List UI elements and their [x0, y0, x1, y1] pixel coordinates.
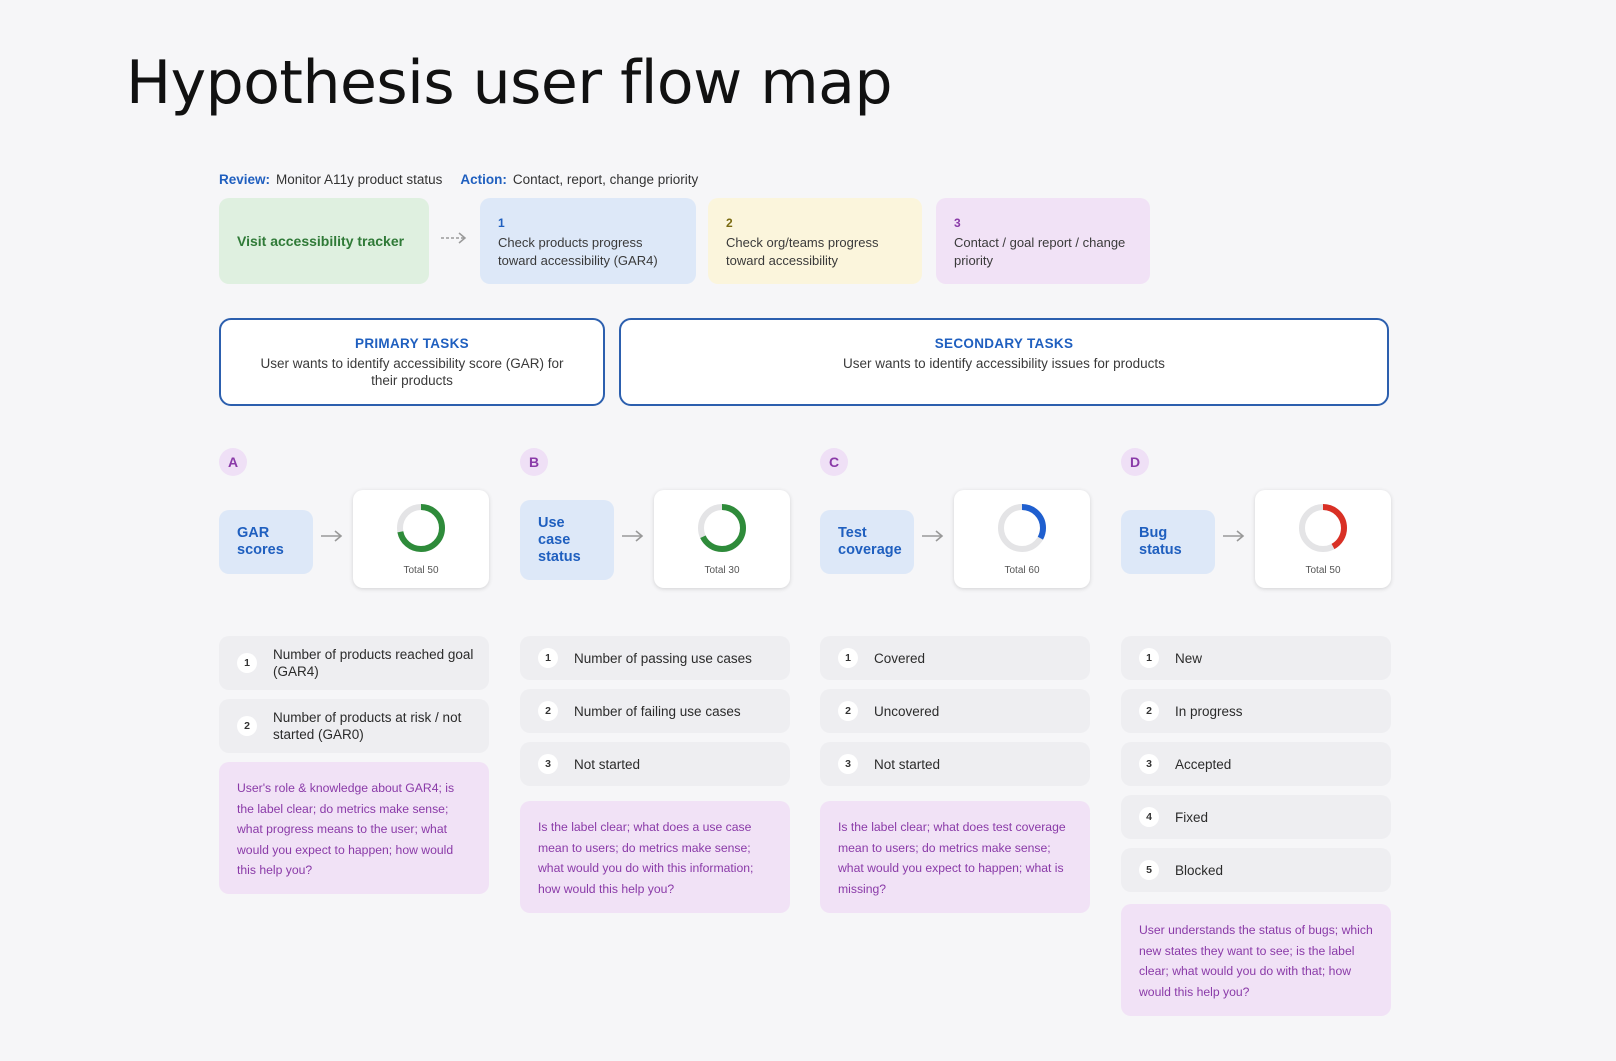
metric-label-test-coverage: Test coverage: [820, 510, 914, 574]
donut-chart: [698, 504, 746, 552]
item-number: 3: [1139, 754, 1159, 774]
primary-tasks-desc: User wants to identify accessibility sco…: [260, 356, 564, 388]
list-item: 3 Not started: [520, 742, 790, 786]
item-number: 4: [1139, 807, 1159, 827]
list-item: 1 Number of products reached goal (GAR4): [219, 636, 489, 690]
column-letter: A: [219, 448, 247, 476]
item-number: 3: [838, 754, 858, 774]
primary-tasks-box: PRIMARY TASKS User wants to identify acc…: [219, 318, 605, 406]
flow-step-number: 3: [954, 216, 961, 230]
dashed-arrow-icon: [441, 232, 467, 244]
flow-start-label: Visit accessibility tracker: [237, 233, 405, 249]
item-text: Accepted: [1175, 756, 1232, 772]
list-item: 5 Blocked: [1121, 848, 1391, 892]
metric-list: 1 Covered 2 Uncovered 3 Not started Is the …: [820, 636, 1090, 913]
arrow-right-icon: [922, 530, 944, 542]
donut-chart: [1299, 504, 1347, 552]
item-number: 2: [838, 701, 858, 721]
research-note: Is the label clear; what does test cover…: [820, 801, 1090, 913]
item-number: 1: [538, 648, 558, 668]
donut-card: Total 30: [654, 490, 790, 588]
metric-label-gar-scores: GAR scores: [219, 510, 313, 574]
item-text: New: [1175, 650, 1203, 666]
column-letter: D: [1121, 448, 1149, 476]
list-item: 1 Number of passing use cases: [520, 636, 790, 680]
research-note: Is the label clear; what does a use case…: [520, 801, 790, 913]
donut-card: Total 60: [954, 490, 1090, 588]
metric-label-use-case-status: Use case status: [520, 500, 614, 580]
flow-step-text: Check org/teams progress toward accessib…: [726, 235, 879, 268]
review-action-line: Review: Monitor A11y product status Action…: [219, 172, 698, 187]
list-item: 2 Number of products at risk / not starte…: [219, 699, 489, 753]
list-item: 1 Covered: [820, 636, 1090, 680]
item-number: 1: [838, 648, 858, 668]
item-number: 2: [237, 716, 257, 736]
item-number: 2: [1139, 701, 1159, 721]
flow-step-number: 1: [498, 216, 505, 230]
research-note: User understands the status of bugs; whi…: [1121, 904, 1391, 1016]
item-text: Not started: [574, 756, 641, 772]
list-item: 3 Accepted: [1121, 742, 1391, 786]
list-item: 3 Not started: [820, 742, 1090, 786]
action-text: Contact, report, change priority: [512, 172, 699, 187]
primary-tasks-title: PRIMARY TASKS: [355, 336, 469, 351]
item-number: 2: [538, 701, 558, 721]
column-letter: B: [520, 448, 548, 476]
donut-chart: [998, 504, 1046, 552]
review-label: Review:: [219, 172, 271, 187]
item-text: Not started: [874, 756, 941, 772]
item-text: Number of passing use cases: [574, 650, 752, 666]
arrow-right-icon: [622, 530, 644, 542]
research-note: User's role & knowledge about GAR4; is t…: [219, 762, 489, 894]
donut-total: Total 30: [704, 565, 740, 576]
donut-chart: [397, 504, 445, 552]
flow-step-3: 3 Contact / goal report / change priorit…: [936, 198, 1150, 284]
flow-step-1: 1 Check products progress toward accessi…: [480, 198, 696, 284]
flow-step-2: 2 Check org/teams progress toward access…: [708, 198, 922, 284]
item-number: 1: [1139, 648, 1159, 668]
review-text: Monitor A11y product status: [276, 172, 443, 187]
secondary-tasks-title: SECONDARY TASKS: [934, 336, 1074, 351]
arrow-right-icon: [1223, 530, 1245, 542]
page-title: Hypothesis user flow map: [126, 48, 893, 118]
donut-card: Total 50: [1255, 490, 1391, 588]
donut-total: Total 50: [403, 565, 439, 576]
metric-label-bug-status: Bug status: [1121, 510, 1215, 574]
metric-list: 1 Number of passing use cases 2 Number of …: [520, 636, 790, 913]
secondary-tasks-desc: User wants to identify accessibility iss…: [843, 356, 1165, 371]
column-letter: C: [820, 448, 848, 476]
item-text: Number of failing use cases: [574, 703, 741, 719]
action-label: Action:: [460, 172, 507, 187]
item-text: Covered: [874, 650, 926, 666]
donut-total: Total 50: [1305, 565, 1341, 576]
item-text: Number of products reached goal (GAR4): [273, 647, 474, 679]
item-text: In progress: [1175, 703, 1243, 719]
flow-step-text: Contact / goal report / change priority: [954, 235, 1126, 268]
donut-card: Total 50: [353, 490, 489, 588]
flow-step-number: 2: [726, 216, 733, 230]
donut-arc: [998, 504, 1046, 552]
item-number: 5: [1139, 860, 1159, 880]
secondary-tasks-box: SECONDARY TASKS User wants to identify a…: [619, 318, 1389, 406]
item-text: Fixed: [1175, 809, 1209, 825]
item-number: 3: [538, 754, 558, 774]
flow-step-text: Check products progress toward accessibi…: [498, 235, 658, 268]
item-text: Uncovered: [874, 703, 940, 719]
flow-start-visit-tracker: Visit accessibility tracker: [219, 198, 429, 284]
item-text: Number of products at risk / not started…: [273, 710, 462, 742]
metric-list: 1 New 2 In progress 3 Accepted 4 Fixed 5 Bloc…: [1121, 636, 1391, 1016]
list-item: 4 Fixed: [1121, 795, 1391, 839]
list-item: 2 Number of failing use cases: [520, 689, 790, 733]
donut-total: Total 60: [1004, 565, 1040, 576]
item-text: Blocked: [1175, 862, 1224, 878]
donut-arc: [698, 504, 746, 552]
donut-arc: [397, 504, 445, 552]
list-item: 1 New: [1121, 636, 1391, 680]
list-item: 2 In progress: [1121, 689, 1391, 733]
arrow-right-icon: [321, 530, 343, 542]
list-item: 2 Uncovered: [820, 689, 1090, 733]
donut-arc: [1299, 504, 1347, 552]
item-number: 1: [237, 653, 257, 673]
